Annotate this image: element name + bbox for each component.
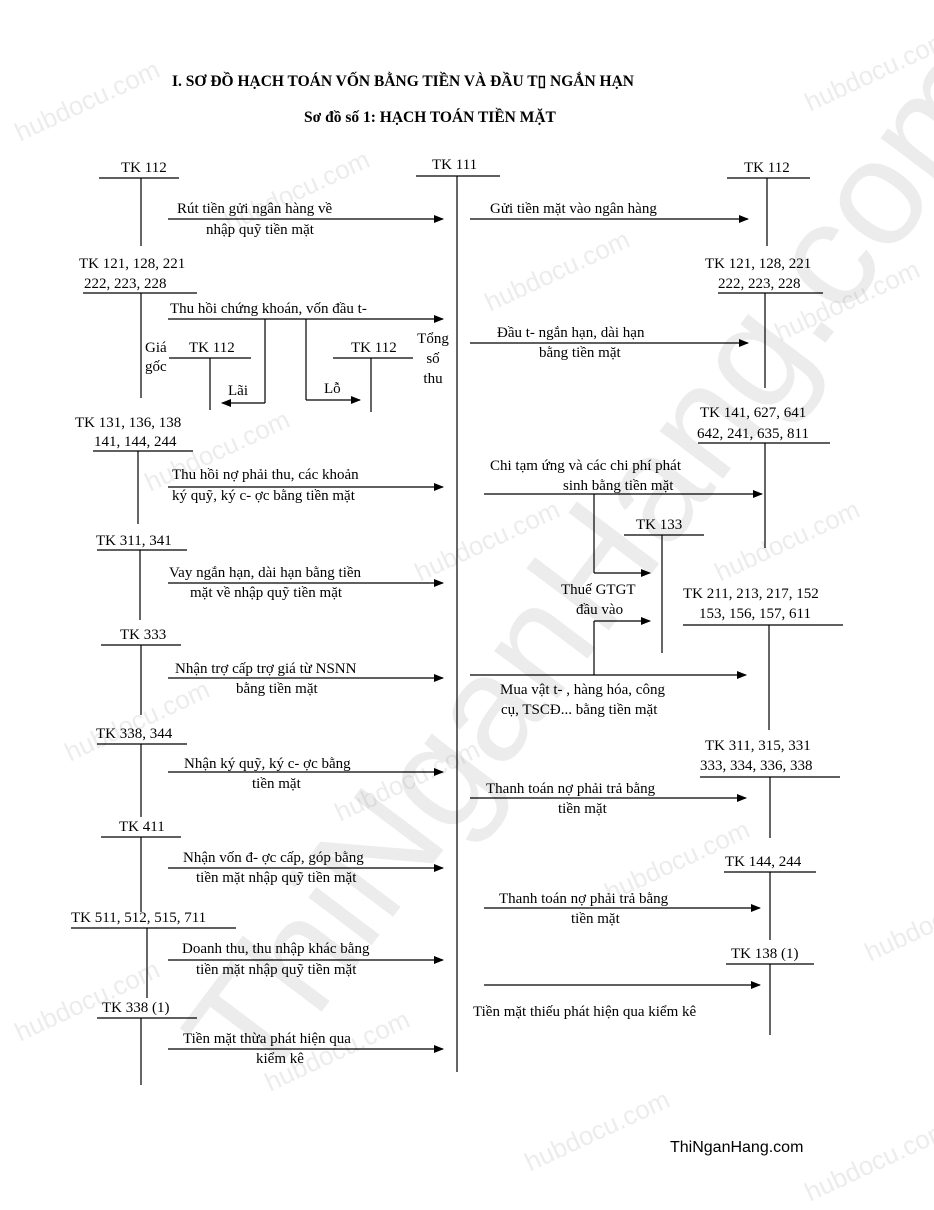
right-account-tk211: TK 211, 213, 217, 152: [683, 586, 819, 602]
gia-goc-label: Giá: [145, 340, 167, 356]
right-entry-6-line2: tiền mặt: [571, 911, 620, 927]
left-entry-3-line2: ký quỹ, ký c- ợc bằng tiền mặt: [172, 488, 355, 504]
left-entry-5-line2: bằng tiền mặt: [236, 681, 318, 697]
left-account-tk121-line2: 222, 223, 228: [84, 276, 167, 292]
left-entry-6: Nhận ký quỹ, ký c- ợc bằng: [184, 756, 351, 772]
right-entry-3-line2: sinh bằng tiền mặt: [563, 478, 674, 494]
sub-account-tk112-b: TK 112: [351, 340, 397, 356]
right-account-tk112: TK 112: [744, 160, 790, 176]
page-title: I. SƠ ĐỒ HẠCH TOÁN VỐN BẰNG TIỀN VÀ ĐẦU …: [172, 73, 634, 90]
left-entry-6-line2: tiền mặt: [252, 776, 301, 792]
left-account-tk511: TK 511, 512, 515, 711: [71, 910, 207, 926]
right-entry-1: Gửi tiền mặt vào ngân hàng: [490, 201, 657, 217]
left-account-tk333: TK 333: [120, 627, 167, 643]
left-entry-5: Nhận trợ cấp trợ giá từ NSNN: [175, 661, 357, 677]
right-account-tk141: TK 141, 627, 641: [700, 405, 807, 421]
right-account-tk311: TK 311, 315, 331: [705, 738, 811, 754]
lai-label: Lãi: [228, 383, 248, 399]
right-entry-5-line2: tiền mặt: [558, 801, 607, 817]
diagram-subtitle: Sơ đồ số 1: HẠCH TOÁN TIỀN MẶT: [304, 109, 556, 126]
left-entry-8-line2: tiền mặt nhập quỹ tiền mặt: [196, 962, 357, 978]
right-entry-5: Thanh toán nợ phải trả bằng: [486, 781, 656, 797]
right-account-tk211-line2: 153, 156, 157, 611: [699, 606, 811, 622]
tong-so-thu-label-line3: thu: [423, 371, 443, 387]
left-entry-4: Vay ngắn hạn, dài hạn bằng tiền: [169, 565, 362, 581]
left-account-tk121: TK 121, 128, 221: [79, 256, 186, 272]
right-account-tk121-line2: 222, 223, 228: [718, 276, 801, 292]
right-entry-4-line2: cụ, TSCĐ... bằng tiền mặt: [501, 702, 658, 718]
tong-so-thu-label-line2: số: [426, 351, 440, 367]
left-account-tk131: TK 131, 136, 138: [75, 415, 182, 431]
right-entry-4: Mua vật t- , hàng hóa, công: [500, 682, 665, 698]
left-account-tk338: TK 338, 344: [96, 726, 173, 742]
right-entry-2: Đầu t- ngắn hạn, dài hạn: [497, 325, 645, 341]
left-entry-3: Thu hồi nợ phải thu, các khoản: [172, 467, 359, 483]
center-account-label: TK 111: [432, 157, 478, 173]
left-entry-1-line2: nhập quỹ tiền mặt: [206, 222, 314, 238]
gia-goc-label-line2: gốc: [145, 359, 167, 375]
left-entry-2: Thu hồi chứng khoán, vốn đầu t-: [170, 301, 367, 317]
left-entry-8: Doanh thu, thu nhập khác bằng: [182, 941, 370, 957]
left-entry-9-line2: kiểm kê: [256, 1051, 304, 1067]
right-entry-2-line2: bằng tiền mặt: [539, 345, 621, 361]
right-entry-7: Tiền mặt thiếu phát hiện qua kiểm kê: [473, 1004, 697, 1020]
right-account-tk144: TK 144, 244: [725, 854, 802, 870]
left-account-tk3381: TK 338 (1): [102, 1000, 170, 1016]
right-account-tk133: TK 133: [636, 517, 683, 533]
left-entry-4-line2: mặt về nhập quỹ tiền mặt: [190, 585, 343, 601]
vat-label-line2: đầu vào: [576, 602, 624, 618]
right-account-tk121: TK 121, 128, 221: [705, 256, 812, 272]
right-entry-3: Chi tạm ứng và các chi phí phát: [490, 458, 681, 474]
vat-label: Thuế GTGT: [561, 582, 636, 598]
left-entry-9: Tiền mặt thừa phát hiện qua: [183, 1031, 351, 1047]
left-entry-7: Nhận vốn đ- ợc cấp, góp bằng: [183, 850, 364, 866]
left-entry-7-line2: tiền mặt nhập quỹ tiền mặt: [196, 870, 357, 886]
left-entry-1: Rút tiền gửi ngân hàng về: [177, 201, 333, 217]
footer-brand: ThiNganHang.com: [670, 1139, 804, 1156]
right-account-tk311-line2: 333, 334, 336, 338: [700, 758, 813, 774]
lo-label: Lỗ: [324, 381, 341, 397]
right-entry-6: Thanh toán nợ phải trả bằng: [499, 891, 669, 907]
right-account-tk141-line2: 642, 241, 635, 811: [697, 426, 809, 442]
left-account-tk311: TK 311, 341: [96, 533, 172, 549]
left-account-tk131-line2: 141, 144, 244: [94, 434, 177, 450]
sub-account-tk112-a: TK 112: [189, 340, 235, 356]
left-account-tk112: TK 112: [121, 160, 167, 176]
left-account-tk411: TK 411: [119, 819, 165, 835]
right-account-tk1381: TK 138 (1): [731, 946, 799, 962]
tong-so-thu-label: Tổng: [417, 331, 449, 347]
